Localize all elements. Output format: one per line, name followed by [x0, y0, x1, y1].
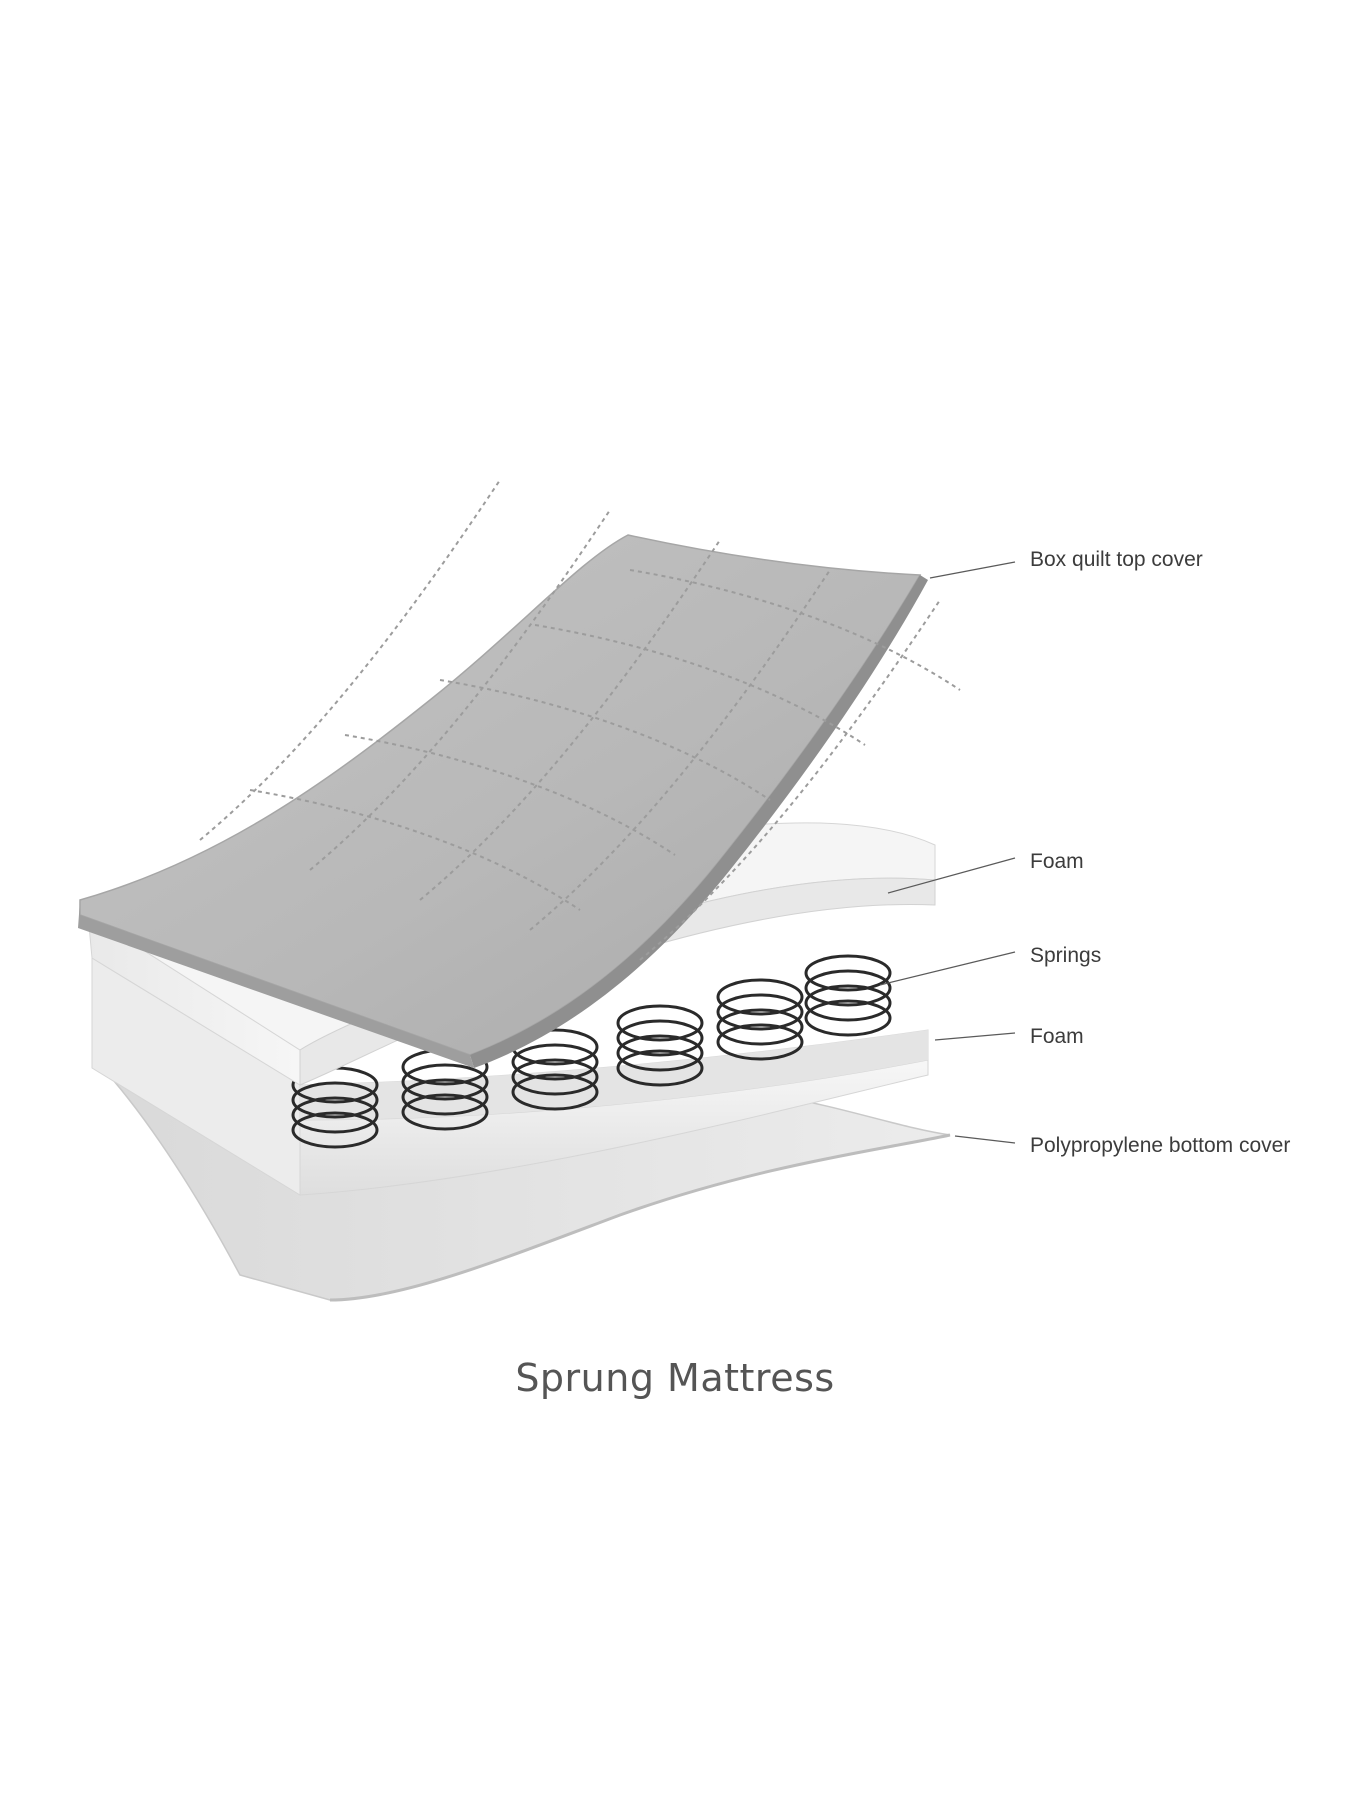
leader-foam-lower	[934, 1032, 1016, 1041]
leader-springs	[879, 951, 1016, 986]
quilt-stitch-line	[639, 599, 941, 961]
quilt-stitch-line	[419, 539, 721, 901]
leader-top-cover	[929, 561, 1016, 579]
quilt-stitch-pattern	[199, 479, 961, 961]
spring-coil	[804, 954, 892, 1037]
spring-coil	[716, 978, 804, 1061]
spring-coil	[291, 1066, 379, 1149]
label-foam-upper: Foam	[1030, 850, 1084, 873]
label-top-cover: Box quilt top cover	[1030, 548, 1203, 571]
quilt-stitch-line	[249, 789, 581, 911]
leader-foam-upper	[887, 857, 1016, 894]
quilt-stitch-line	[534, 624, 866, 746]
quilt-stitch-line	[439, 679, 771, 801]
label-springs: Springs	[1030, 944, 1101, 967]
quilt-stitch-line	[629, 569, 961, 691]
leader-lines	[879, 561, 1016, 1144]
spring-coil	[511, 1028, 599, 1111]
quilt-stitch-line	[309, 509, 611, 871]
leader-bottom-cover	[954, 1135, 1016, 1144]
label-bottom-cover: Polypropylene bottom cover	[1030, 1134, 1290, 1157]
quilt-stitch-line	[529, 569, 831, 931]
quilt-stitch-line	[344, 734, 676, 856]
springs-layer	[291, 954, 892, 1149]
label-foam-lower: Foam	[1030, 1025, 1084, 1048]
diagram-caption: Sprung Mattress	[515, 1356, 835, 1400]
quilt-top-cover-layer	[78, 479, 961, 1068]
spring-coil	[616, 1004, 704, 1087]
quilt-stitch-line	[199, 479, 501, 841]
